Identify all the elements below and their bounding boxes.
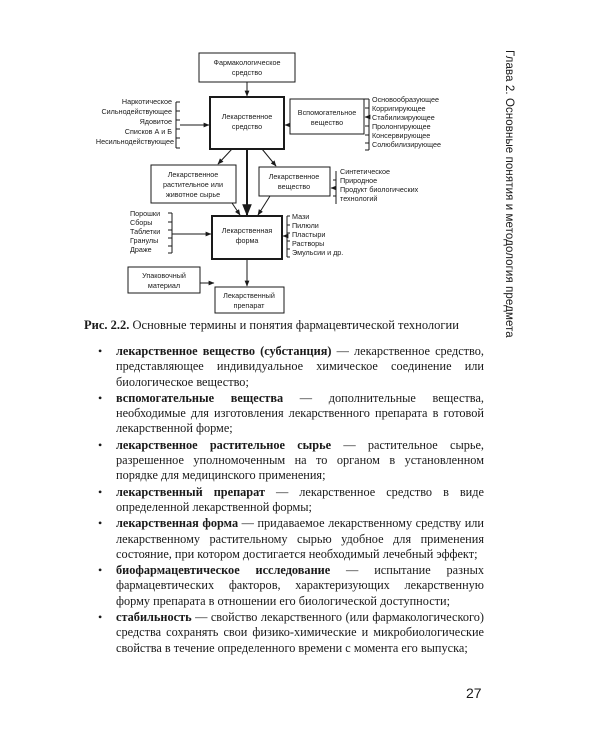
- bullet-glyph: •: [98, 344, 103, 358]
- arrow-drug-to-medsub: [261, 148, 277, 167]
- list-item: • лекарственное растительное сырье — раст…: [98, 438, 484, 484]
- list-item: • лекарственный препарат — лекарственное …: [98, 485, 484, 516]
- term-definition: — дополнительные вещества, необходимые д…: [116, 390, 484, 436]
- box-medicinal-substance: [258, 166, 331, 197]
- list-item: • вспомогательные вещества — дополнительн…: [98, 391, 484, 437]
- term-definition: — свойство лекарственного (или фармаколо…: [116, 610, 484, 655]
- list-item: • стабильность — свойство лекарственного …: [98, 610, 484, 656]
- term-heading: лекарственное растительное сырье: [116, 437, 332, 452]
- bullet-glyph: •: [98, 610, 103, 625]
- term-heading: лекарственная форма: [116, 516, 239, 531]
- term-definition: — придаваемое лекарственному средству ил…: [116, 516, 484, 561]
- term-definition: — растительное сырье, разрешенное уполно…: [116, 437, 484, 483]
- list-auxiliary-roles: Основообразующее Корригирующее Стабилизи…: [372, 95, 441, 149]
- bullet-glyph: •: [98, 437, 103, 452]
- page-number: 27: [466, 685, 482, 701]
- bullet-glyph: •: [98, 516, 103, 531]
- arrow-drug-to-plant: [217, 148, 233, 165]
- arrow-medsub-to-form: [257, 195, 271, 216]
- term-heading: лекарственное вещество (субстанция): [116, 344, 332, 358]
- bullet-glyph: •: [98, 390, 103, 405]
- figure-caption-text: Основные термины и понятия фармацевтичес…: [132, 318, 459, 332]
- box-packaging: [127, 266, 201, 294]
- figure-label: Рис. 2.2.: [84, 318, 130, 332]
- list-solid-forms: Порошки Сборы Таблетки Гранулы Драже: [130, 209, 162, 254]
- arrow-plant-to-form: [231, 202, 241, 216]
- term-definition: — лекарственное средство, представляющее…: [116, 344, 485, 389]
- box-plant-raw-material: [150, 164, 237, 204]
- bullet-glyph: •: [98, 563, 103, 578]
- list-item: • лекарственная форма — придаваемое лекар…: [98, 516, 484, 562]
- box-auxiliary-substance: [289, 98, 365, 135]
- list-origins: Синтетическое Природное Продукт биологич…: [340, 167, 420, 203]
- bullet-glyph: •: [98, 484, 103, 499]
- list-other-forms: Мази Пилюли Пластыри Растворы Эмульсии и…: [292, 212, 343, 257]
- terms-list: • лекарственное вещество (субстанция) — л…: [98, 344, 484, 657]
- list-item: • лекарственное вещество (субстанция) — л…: [98, 344, 484, 390]
- box-drug-preparation: [214, 286, 285, 314]
- term-heading: лекарственный препарат: [116, 484, 266, 499]
- figure-caption: Рис. 2.2. Основные термины и понятия фар…: [84, 318, 504, 333]
- list-categories: Наркотическое Сильнодействующее Ядовитое…: [96, 97, 174, 146]
- term-definition: — лекарственное средство в виде определе…: [116, 484, 484, 514]
- term-heading: вспомогательные вещества: [116, 390, 284, 405]
- term-heading: стабильность: [116, 610, 192, 625]
- list-item: • биофармацевтическое исследование — испы…: [98, 563, 484, 609]
- term-definition: — испытание разных фармацевтических факт…: [116, 563, 484, 608]
- running-head: Глава 2. Основные понятия и методология …: [503, 50, 515, 338]
- term-heading: биофармацевтическое исследование: [116, 563, 331, 578]
